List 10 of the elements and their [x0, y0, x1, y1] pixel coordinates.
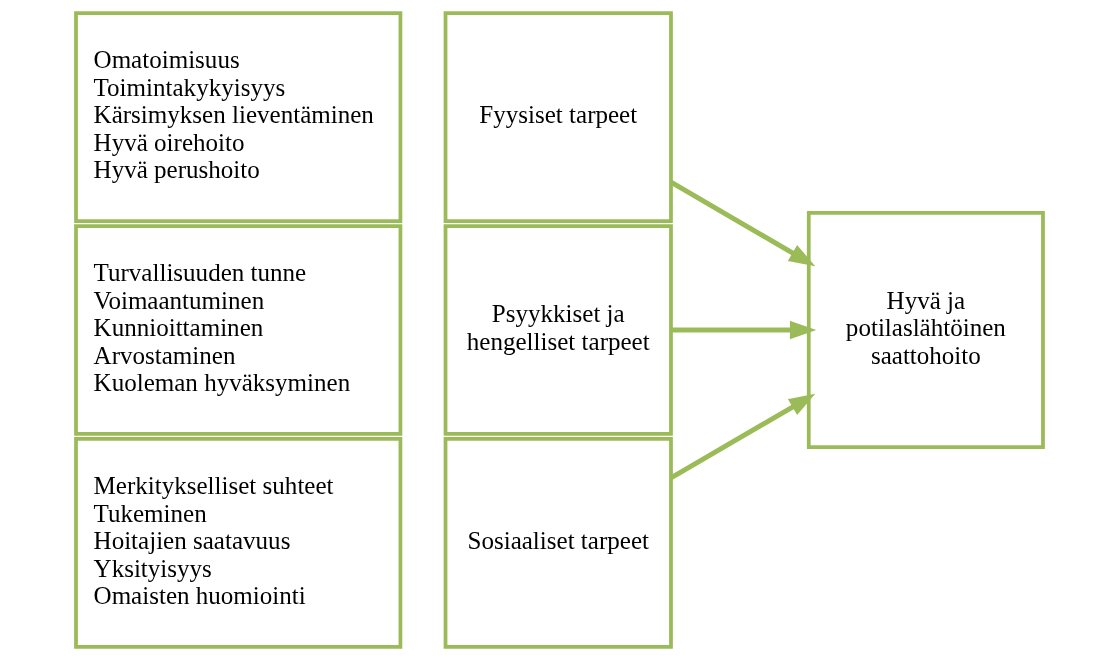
- arrow: [669, 393, 815, 481]
- arrow: [669, 179, 815, 267]
- node-box: Hyvä ja potilaslähtöinen saattohoito: [806, 211, 1045, 449]
- node-box: Merkitykselliset suhteet Tukeminen Hoitajien saatavuus Yksityisyys Omaisten huomiointi: [73, 437, 402, 649]
- node-box: Turvallisuuden tunne Voimaantuminen Kunnioittaminen Arvostaminen Kuoleman hyväksyminen: [73, 224, 402, 436]
- node-box: Psyykkiset ja hengelliset tarpeet: [443, 224, 673, 436]
- node-box: Sosiaaliset tarpeet: [443, 437, 673, 649]
- node-box: Omatoimisuus Toimintakykyisyys Kärsimyksen lieventäminen Hyvä oirehoito Hyvä perushoito: [73, 11, 402, 223]
- node-box: Fyysiset tarpeet: [443, 11, 673, 223]
- arrow: [670, 320, 816, 340]
